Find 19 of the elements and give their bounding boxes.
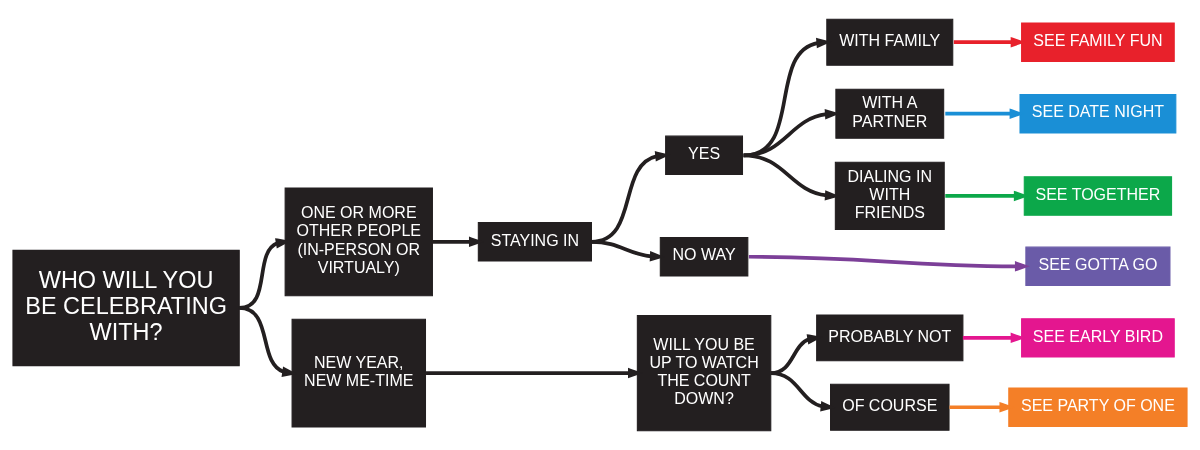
node-box: ONE OR MORE OTHER PEOPLE (IN-PERSON OR VIRTUALY)	[284, 187, 433, 297]
node-box: NO WAY	[659, 237, 749, 277]
node-box: SEE EARLY BIRD	[1021, 318, 1175, 358]
node-box: PROBABLY NOT	[816, 314, 964, 362]
node-box: OF COURSE	[830, 383, 950, 431]
node-box: WHO WILL YOU BE CELEBRATING WITH?	[12, 249, 240, 367]
arrow	[748, 254, 1030, 272]
node-box: YES	[665, 135, 744, 176]
node-box: NEW YEAR, NEW ME-TIME	[291, 318, 427, 428]
node-box: STAYING IN	[477, 222, 592, 262]
node-box: WITH A PARTNER	[835, 88, 945, 139]
node-box: SEE DATE NIGHT	[1019, 94, 1177, 134]
node-box: WILL YOU BE UP TO WATCH THE COUNT DOWN?	[636, 314, 772, 432]
node-box: SEE TOGETHER	[1023, 176, 1173, 216]
node-box: SEE GOTTA GO	[1025, 246, 1171, 287]
node-box: DIALING IN WITH FRIENDS	[834, 161, 945, 231]
node-box: WITH FAMILY	[826, 18, 954, 66]
node-box: SEE FAMILY FUN	[1021, 22, 1175, 62]
node-box: SEE PARTY OF ONE	[1008, 387, 1188, 427]
